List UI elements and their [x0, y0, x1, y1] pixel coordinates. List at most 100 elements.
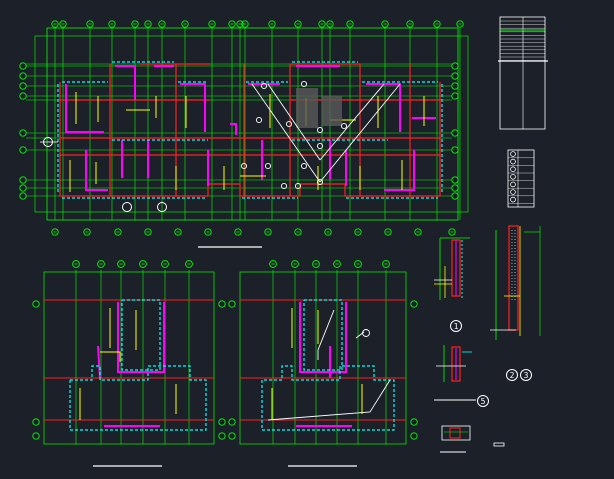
- main-top-axis-bubble-13: [294, 20, 302, 28]
- left-top-axis-bubble-3: [139, 260, 147, 268]
- column-marker-icon-5: [340, 122, 348, 130]
- right-top-axis-bubble-4: [354, 260, 362, 268]
- right-plan-vertical-gridlines: [272, 270, 387, 444]
- left-left-axis-bubble-0: [32, 300, 40, 308]
- column-marker-icon-11: [294, 182, 302, 190]
- right-plan-top-axis-bubbles: [269, 260, 390, 268]
- main-plan-outer-dimension-frame: [34, 35, 469, 213]
- legend-table-rows: [508, 151, 534, 204]
- detail-callout-3-label: 3: [524, 371, 529, 380]
- detail-callout-5-label: 5: [481, 397, 486, 406]
- main-top-axis-bubble-4: [131, 20, 139, 28]
- main-top-axis-bubble-12: [268, 20, 276, 28]
- left-left-axis-bubble-1: [32, 418, 40, 426]
- main-top-axis-bubble-19: [433, 20, 441, 28]
- schedule-table: [498, 16, 548, 130]
- left-top-axis-bubble-0: [72, 260, 80, 268]
- legend-symbol-icon-4: [510, 181, 516, 188]
- column-marker-icon-2: [255, 116, 263, 124]
- wall-section-detail-4: [436, 345, 472, 382]
- main-bottom-axis-bubble-11: [384, 228, 392, 236]
- left-top-axis-bubble-1: [97, 260, 105, 268]
- right-plan-walls: [240, 299, 406, 421]
- left-plan-vertical-gridlines: [75, 270, 190, 444]
- main-top-axis-bubble-15: [326, 20, 334, 28]
- column-marker-icon-0: [260, 82, 268, 90]
- main-top-axis-bubble-1: [59, 20, 67, 28]
- right-top-axis-bubble-5: [382, 260, 390, 268]
- main-top-axis-bubble-14: [318, 20, 326, 28]
- detail-callout-3-icon: [520, 369, 532, 381]
- left-right-axis-bubble-0: [218, 300, 226, 308]
- left-unit-plan: [32, 260, 226, 467]
- legend-table-frame: [507, 149, 535, 208]
- main-plan-bottom-axis-bubbles: [51, 228, 456, 236]
- legend-table: [507, 149, 535, 208]
- right-plan-fixtures: [271, 308, 363, 420]
- left-plan-fixtures: [79, 308, 177, 420]
- main-top-axis-bubble-5: [144, 20, 152, 28]
- main-top-axis-bubble-11: [241, 20, 249, 28]
- left-top-axis-bubble-4: [161, 260, 169, 268]
- right-top-axis-bubble-3: [333, 260, 341, 268]
- right-plan-dimension-frame: [239, 271, 407, 445]
- right-right-axis-bubble-1: [410, 418, 418, 426]
- entrance-marker-icon: [122, 202, 132, 212]
- main-bottom-axis-bubble-9: [324, 228, 332, 236]
- right-left-axis-bubble-0: [228, 300, 236, 308]
- entrance-marker-icon-2: [157, 202, 167, 212]
- right-left-axis-bubble-2: [228, 432, 236, 440]
- main-bottom-axis-bubble-2: [114, 228, 122, 236]
- left-right-axis-bubble-1: [218, 418, 226, 426]
- legend-symbol-icon-5: [510, 189, 516, 195]
- column-marker-icon-4: [316, 126, 324, 134]
- main-top-axis-bubble-20: [456, 20, 464, 28]
- lift-shaft-hatch: [322, 96, 342, 126]
- detail-callout-2-label: 2: [510, 371, 515, 380]
- main-top-axis-bubble-10: [236, 20, 244, 28]
- main-top-axis-bubble-9: [228, 20, 236, 28]
- main-top-axis-bubble-6: [158, 20, 166, 28]
- main-bottom-axis-bubble-0: [51, 228, 59, 236]
- column-marker-icon-7: [240, 162, 248, 170]
- legend-symbol-icon-0: [510, 151, 516, 157]
- main-plan-dimension-frame: [46, 27, 459, 221]
- column-marker-icon-12: [316, 178, 324, 186]
- right-right-axis-bubble-2: [410, 432, 418, 440]
- legend-symbol-icon-2: [510, 166, 516, 173]
- main-bottom-axis-bubble-3: [144, 228, 152, 236]
- main-top-axis-bubble-18: [406, 20, 414, 28]
- left-top-axis-bubble-2: [117, 260, 125, 268]
- column-marker-icon-3: [285, 120, 293, 128]
- detail-callout-2-icon: [506, 369, 518, 381]
- column-marker-icon-1: [300, 80, 308, 88]
- right-plan-side-axis-bubbles: [228, 300, 418, 440]
- main-plan-windows: [57, 61, 443, 199]
- column-marker-icon-10: [280, 182, 288, 190]
- main-bottom-axis-bubble-13: [448, 228, 456, 236]
- main-plan-walls: [59, 63, 441, 197]
- right-plan-marker-icon: [362, 329, 370, 337]
- legend-symbol-icon-1: [510, 158, 516, 165]
- main-floor-plan: [19, 20, 469, 248]
- main-top-axis-bubble-0: [51, 20, 59, 28]
- main-plan-column-markers: [240, 80, 348, 190]
- legend-symbol-icon-3: [510, 174, 516, 180]
- left-plan-side-axis-bubbles: [32, 300, 226, 440]
- main-top-axis-bubble-3: [108, 20, 116, 28]
- wall-section-detail-2-3: 2 3: [490, 225, 541, 381]
- left-top-axis-bubble-5: [185, 260, 193, 268]
- right-top-axis-bubble-0: [269, 260, 277, 268]
- wall-section-detail-1: 1: [434, 237, 470, 332]
- main-bottom-axis-bubble-1: [83, 228, 91, 236]
- detail-callout-1-icon: [450, 320, 462, 332]
- main-bottom-axis-bubble-4: [174, 228, 182, 236]
- right-top-axis-bubble-2: [312, 260, 320, 268]
- main-plan-diagonal-lines: [251, 83, 401, 183]
- right-right-axis-bubble-0: [410, 300, 418, 308]
- main-bottom-axis-bubble-12: [414, 228, 422, 236]
- right-plan-outline: [261, 299, 395, 431]
- main-bottom-axis-bubble-5: [204, 228, 212, 236]
